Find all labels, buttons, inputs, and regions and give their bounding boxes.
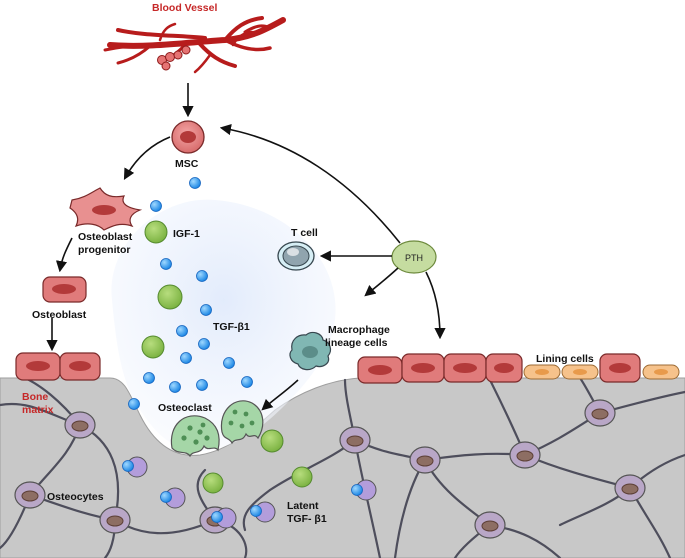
tgf-dots [128, 177, 253, 410]
igf-balls [141, 220, 183, 359]
blood-vessel-cells [157, 45, 191, 71]
lining-cell [561, 364, 599, 380]
tgf-dot [143, 372, 155, 384]
tgf-dot [189, 177, 201, 189]
label-pth: PTH [405, 253, 423, 263]
osteoblast-cell [59, 352, 101, 381]
osteocyte-cell [64, 411, 96, 439]
tgf-dot [196, 270, 208, 282]
arrow-macrophage-to-osteoclast [261, 379, 299, 411]
igf-ball [141, 335, 165, 359]
lining-cell [642, 364, 680, 380]
igf-ball [291, 466, 313, 488]
label-blood-vessel: Blood Vessel [152, 2, 217, 14]
label-latent-1: Latent [287, 500, 319, 512]
tgf-dot [150, 200, 162, 212]
label-bone-matrix-2: matrix [22, 404, 54, 416]
latent-tgf-complex [122, 456, 148, 478]
tgf-dot [128, 398, 140, 410]
label-osteoblast-progenitor-1: Osteoblast [78, 231, 133, 243]
igf-ball [202, 472, 224, 494]
pth-node [391, 240, 437, 274]
label-osteoclast: Osteoclast [158, 402, 212, 414]
osteocyte-cell [614, 474, 646, 502]
tgf-dot [241, 376, 253, 388]
tgf-dot [180, 352, 192, 364]
osteoblast-cell [15, 352, 61, 381]
igf-ball [144, 220, 168, 244]
osteoblast-progenitor-cell [69, 187, 143, 231]
osteoblast-layer [15, 352, 101, 381]
arrows [46, 83, 446, 411]
blood-vessel [103, 16, 286, 74]
igf-ball [157, 284, 183, 310]
label-osteocytes: Osteocytes [47, 491, 104, 503]
osteocyte-cell [99, 506, 131, 534]
osteoclast-group [170, 400, 264, 458]
arrow-msc-to-progenitor [123, 136, 171, 180]
macrophage-cell [289, 331, 332, 371]
lining-cell [523, 364, 561, 380]
tgf-dot [176, 325, 188, 337]
latent-tgf-complex [351, 479, 377, 501]
osteoclast-cell [170, 415, 220, 458]
latent-tgf-complex [250, 501, 276, 523]
label-latent-2: TGF- β1 [287, 513, 327, 525]
osteocyte-cell [409, 446, 441, 474]
label-tgfb1: TGF-β1 [213, 321, 250, 333]
osteocyte-cell [339, 426, 371, 454]
tgf-dot [196, 379, 208, 391]
arrow-pth-to-macrophage [364, 267, 399, 297]
label-osteoblast: Osteoblast [32, 309, 87, 321]
matrix-igf-balls [202, 429, 313, 494]
tgf-dot [198, 338, 210, 350]
osteoblast-cell [401, 353, 445, 383]
label-osteoblast-progenitor-2: progenitor [78, 244, 131, 256]
latent-tgf-complex [160, 487, 186, 509]
osteocyte-cell [474, 511, 506, 539]
label-t-cell: T cell [291, 227, 318, 239]
latent-tgf-complex [211, 507, 237, 529]
label-msc: MSC [175, 158, 199, 170]
tgf-dot [160, 258, 172, 270]
arrow-pth-to-msc [219, 124, 401, 244]
osteocyte-cell [509, 441, 541, 469]
osteocyte-cell [14, 481, 46, 509]
osteocytes [14, 399, 646, 539]
arrow-pth-to-lining [425, 271, 446, 340]
bone-matrix-area [0, 377, 685, 558]
lining-row [357, 353, 680, 384]
tgf-dot [200, 304, 212, 316]
tgf-dot [169, 381, 181, 393]
osteoclast-cell [220, 400, 264, 445]
latent-tgf-complexes [122, 456, 377, 529]
label-lining-cells: Lining cells [536, 353, 594, 365]
arrow-progenitor-to-osteoblast [55, 237, 73, 273]
label-macrophage-1: Macrophage [328, 324, 390, 336]
tgf-dot [223, 357, 235, 369]
label-macrophage-2: lineage cells [325, 337, 388, 349]
osteoblast-cell [443, 353, 487, 383]
t-cell [277, 241, 315, 271]
msc-cell [171, 120, 205, 154]
igf-ball [260, 429, 284, 453]
osteoblast-cell [599, 353, 641, 383]
label-igf1: IGF-1 [173, 228, 200, 240]
osteoblast-standalone [42, 276, 87, 303]
label-bone-matrix-1: Bone [22, 391, 48, 403]
osteoblast-cell [485, 353, 523, 383]
osteocyte-cell [584, 399, 616, 427]
osteoblast-cell [357, 356, 403, 384]
